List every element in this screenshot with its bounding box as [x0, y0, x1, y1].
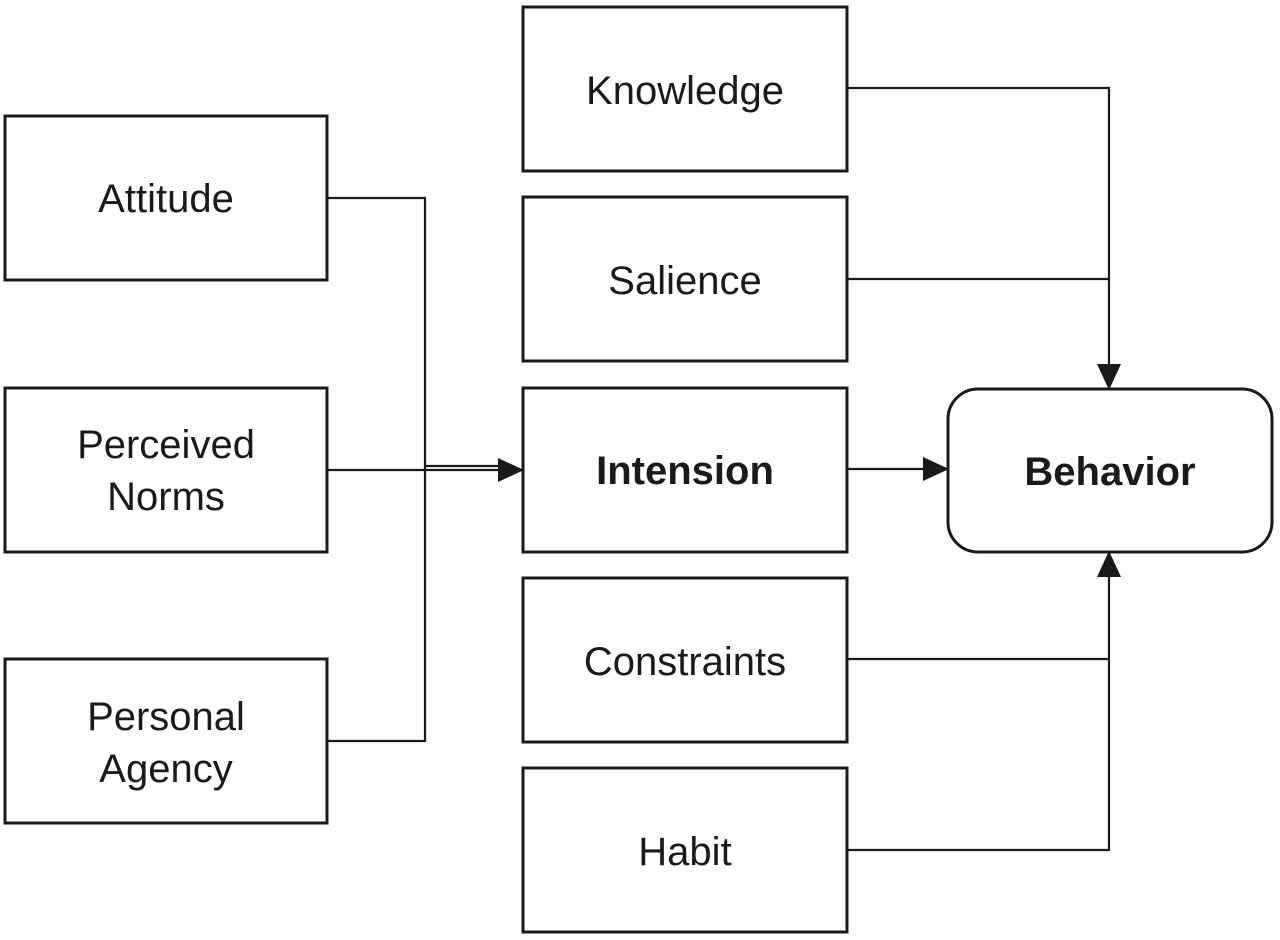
node-intension: Intension [521, 386, 849, 554]
node-salience: Salience [521, 195, 849, 363]
node-intension-label: Intension [596, 449, 774, 493]
node-perceived-norms-label-line2: Norms [107, 475, 225, 519]
node-attitude-label: Attitude [98, 177, 234, 221]
node-knowledge-label: Knowledge [586, 69, 784, 113]
edge-personal-agency-intension [327, 470, 427, 743]
node-constraints-label: Constraints [584, 640, 786, 684]
node-perceived-norms: Perceived Norms [3, 386, 329, 554]
node-salience-label: Salience [608, 259, 761, 303]
node-personal-agency-label-line1: Personal [87, 695, 245, 739]
node-attitude: Attitude [3, 114, 329, 282]
node-behavior-label: Behavior [1024, 450, 1195, 494]
node-habit-label: Habit [638, 830, 731, 874]
node-personal-agency: Personal Agency [3, 657, 329, 825]
node-habit: Habit [521, 766, 849, 934]
edge-habit-behavior [847, 551, 1121, 852]
edge-attitude-intension [327, 196, 427, 470]
connectors [327, 86, 1121, 852]
node-perceived-norms-label-line1: Perceived [77, 423, 255, 467]
node-personal-agency-label-line2: Agency [99, 747, 232, 791]
node-constraints: Constraints [521, 576, 849, 744]
edge-knowledge-behavior [847, 86, 1121, 390]
node-behavior: Behavior [946, 387, 1274, 554]
node-knowledge: Knowledge [521, 5, 849, 173]
